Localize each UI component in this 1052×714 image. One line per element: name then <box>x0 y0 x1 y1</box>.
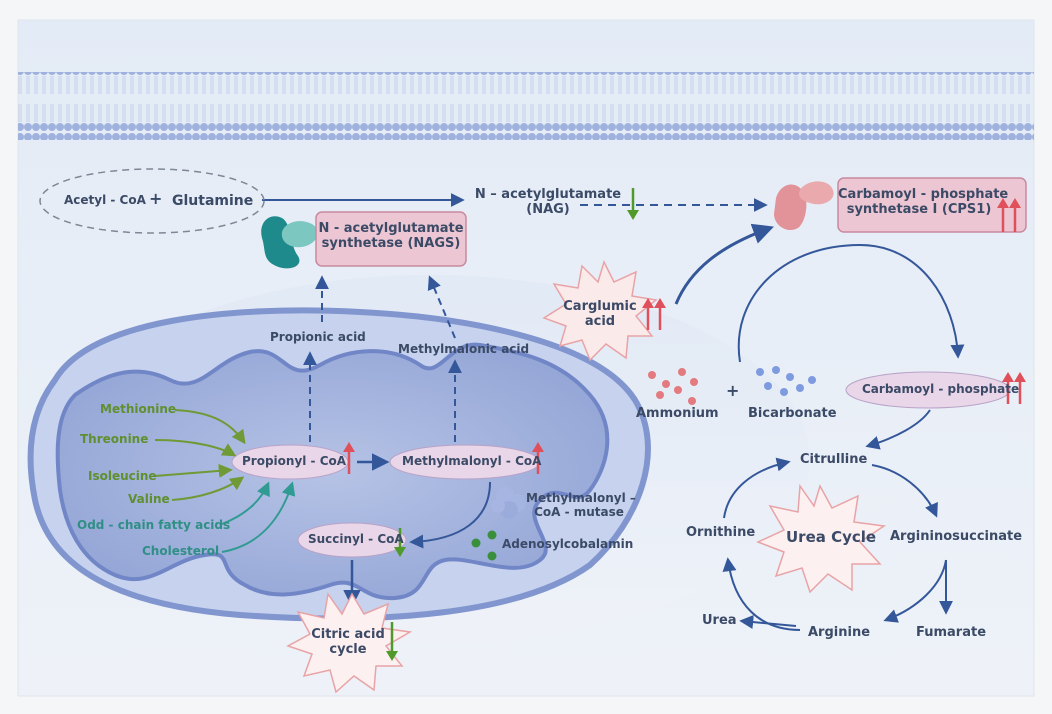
methionine-label: Methionine <box>100 402 177 416</box>
cholesterol-arrow <box>221 481 296 553</box>
acetyl-coa-label: Acetyl - CoA <box>64 193 146 207</box>
nag-label: N – acetylglutamate (NAG) <box>468 187 628 218</box>
mutase-label: Methylmalonyl – CoA - mutase <box>526 491 636 520</box>
nags-line2: synthetase (NAGS) <box>321 235 461 251</box>
bicarbonate-label: Bicarbonate <box>748 406 837 421</box>
arginine-to-urea-arrow <box>739 615 797 630</box>
mutase-line1: Methylmalonyl – <box>526 491 636 505</box>
mutase-line2: CoA - mutase <box>534 504 624 519</box>
precursor-ellipse <box>39 168 265 234</box>
succinyl-coa-label: Succinyl - CoA <box>308 532 404 546</box>
nag-line1: N – acetylglutamate <box>474 187 622 202</box>
ornithine-to-citrulline-arrow <box>723 457 791 519</box>
argininosuccinate-to-arginine-arrow <box>883 559 947 623</box>
arginine-to-ornithine-arrow <box>722 557 801 631</box>
ammonium-icon <box>648 368 698 405</box>
ammonium-label: Ammonium <box>636 406 719 421</box>
mutase-protein-icon <box>491 487 526 519</box>
tca-down-arrow <box>386 622 398 661</box>
ornithine-label: Ornithine <box>686 525 756 540</box>
carbamoyl-phosphate-label: Carbamoyl - phosphate <box>862 382 1020 396</box>
adenosylcobalamin-icon <box>471 530 497 561</box>
citrulline-to-argininosuccinate-arrow <box>871 464 938 518</box>
cps1-label: Carbamoyl - phosphate synthetase I (CPS1… <box>838 187 1009 218</box>
fatty-acids-arrow <box>221 481 270 525</box>
methylmalonyl-to-succinyl-arrow <box>409 481 491 549</box>
urea-label: Urea <box>702 613 737 628</box>
methylmalonyl-coa-node <box>389 444 541 480</box>
valine-label: Valine <box>128 492 170 506</box>
isoleucine-label: Isoleucine <box>88 469 157 483</box>
cell-membrane <box>18 72 1034 140</box>
tca-line2: cycle <box>329 641 367 657</box>
cps1-protein-icon <box>774 181 834 231</box>
threonine-arrow <box>154 439 237 457</box>
nag-line2: (NAG) <box>526 201 570 217</box>
succinyl-coa-node <box>297 522 407 558</box>
carbamoyl-phosphate-node <box>845 371 1011 409</box>
propionyl-up-arrow <box>343 442 355 474</box>
adenosylcobalamin-label: Adenosylcobalamin <box>502 537 634 551</box>
cps1-line1: Carbamoyl - phosphate <box>838 187 1009 202</box>
bicarbonate-icon <box>756 366 816 396</box>
carbamoyl-to-citrulline-arrow <box>865 409 931 450</box>
nags-protein-icon <box>261 216 318 269</box>
propionic-acid-label: Propionic acid <box>270 330 366 344</box>
plus-sign: + <box>149 189 163 208</box>
tca-label: Citric acid cycle <box>308 627 388 658</box>
tca-line1: Citric acid <box>311 627 385 642</box>
cps1-reaction-arrow <box>737 243 965 363</box>
plus-sign-2: + <box>726 381 740 400</box>
carglumic-label: Carglumic acid <box>560 299 640 330</box>
carglumic-starburst <box>542 259 658 362</box>
carglumic-up-arrows <box>642 298 666 330</box>
valine-arrow <box>171 476 245 501</box>
carglumic-line2: acid <box>584 313 616 329</box>
nags-label: N - acetylglutamate synthetase (NAGS) <box>316 221 466 252</box>
methylmalonic-inhibit-arrow <box>427 275 456 339</box>
carbamoyl-phosphate-up-arrows <box>1002 372 1026 404</box>
cps1-line2: synthetase I (CPS1) <box>846 201 992 217</box>
carglumic-line1: Carglumic <box>563 299 637 314</box>
cps1-box <box>837 177 1027 233</box>
threonine-label: Threonine <box>80 432 149 446</box>
odd-chain-fatty-acids-label: Odd - chain fatty acids <box>77 518 231 532</box>
urea-cycle-title: Urea Cycle <box>786 528 877 546</box>
methylmalonyl-coa-label: Methylmalonyl - CoA <box>402 454 542 468</box>
methylmalonic-acid-label: Methylmalonic acid <box>398 342 530 356</box>
cholesterol-label: Cholesterol <box>142 544 220 558</box>
succinyl-down-arrow <box>394 528 406 557</box>
nag-down-arrow <box>627 188 639 220</box>
cps1-up-arrows <box>997 198 1021 232</box>
isoleucine-arrow <box>154 463 233 478</box>
fumarate-label: Fumarate <box>916 625 987 640</box>
carglumic-activation-arrow <box>674 223 774 305</box>
propionyl-coa-label: Propionyl - CoA <box>242 454 347 468</box>
argininosuccinate-label: Argininosuccinate <box>890 529 1023 544</box>
urea-cycle-starburst <box>756 483 887 594</box>
methylmalonyl-up-arrow <box>532 442 544 474</box>
nags-box <box>315 211 467 267</box>
citrulline-label: Citrulline <box>800 452 868 467</box>
arginine-label: Arginine <box>808 625 871 640</box>
methionine-arrow <box>174 409 246 445</box>
nags-line1: N - acetylglutamate <box>318 221 464 236</box>
glutamine-label: Glutamine <box>172 193 254 209</box>
